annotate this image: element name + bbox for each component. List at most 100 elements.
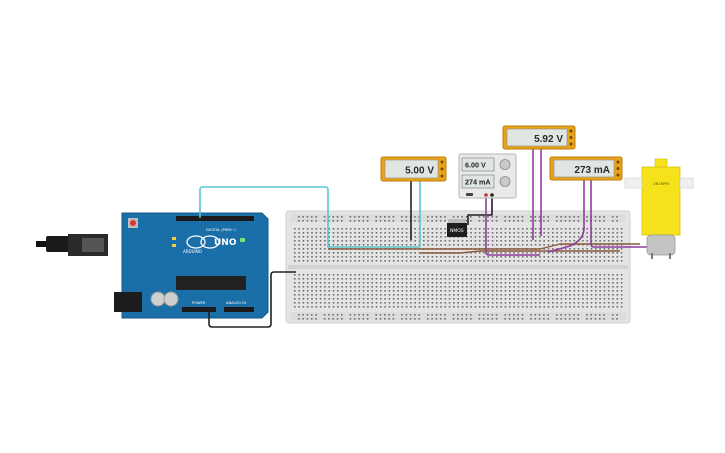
breadboard-hole: [440, 236, 442, 238]
breadboard-hole: [530, 294, 533, 296]
breadboard-hole: [582, 256, 584, 258]
breadboard-hole: [513, 314, 515, 316]
analog-header[interactable]: [224, 307, 254, 312]
breadboard-hole: [543, 278, 545, 280]
wire-supply-negative[interactable]: [467, 197, 493, 225]
wires[interactable]: [199, 147, 650, 328]
multimeter-left[interactable]: 5.00 V: [380, 156, 447, 182]
breadboard-hole: [599, 282, 601, 284]
breadboard-hole: [405, 306, 408, 308]
breadboard-hole: [298, 260, 300, 262]
wire-supply-positive[interactable]: [485, 197, 540, 256]
breadboard-hole: [328, 220, 330, 222]
breadboard-hole: [392, 302, 395, 304]
breadboard-hole: [616, 232, 619, 234]
multimeter-right[interactable]: 273 mA: [549, 156, 623, 181]
digital-header[interactable]: [176, 216, 254, 221]
breadboard-hole: [552, 228, 554, 230]
probe-port-icon: [440, 160, 444, 164]
multimeter-left-display: [384, 159, 439, 179]
breadboard-hole: [457, 290, 459, 292]
arduino-uno[interactable]: DIGITAL (PWM~) UNO ARDUINO POWER ANALOG …: [36, 212, 269, 319]
breadboard-hole: [500, 278, 502, 280]
breadboard-hole: [478, 314, 481, 316]
breadboard-hole: [337, 306, 339, 308]
breadboard-hole: [534, 232, 537, 234]
wire-meter-right-a[interactable]: [547, 179, 585, 253]
breadboard-hole: [577, 282, 580, 284]
breadboard-hole: [595, 274, 597, 276]
breadboard-hole: [453, 290, 455, 292]
breadboard-hole: [538, 318, 541, 320]
power-supply[interactable]: 6.00 V 274 mA: [458, 153, 517, 199]
breadboard-hole: [311, 286, 313, 288]
breadboard-hole: [384, 216, 386, 218]
breadboard-hole: [453, 302, 455, 304]
breadboard-hole: [435, 298, 438, 300]
breadboard-hole: [504, 228, 507, 230]
breadboard-hole: [324, 298, 326, 300]
breadboard-hole: [298, 278, 300, 280]
breadboard-hole: [470, 282, 472, 284]
wire-meter-right-b[interactable]: [590, 179, 650, 248]
breadboard-hole: [573, 278, 576, 280]
breadboard-hole: [358, 302, 361, 304]
breadboard-hole: [319, 298, 322, 300]
breadboard-hole: [577, 248, 580, 250]
breadboard-hole: [452, 314, 455, 316]
wire-teal[interactable]: [199, 186, 420, 248]
breadboard-hole: [328, 236, 330, 238]
breadboard-hole: [418, 302, 421, 304]
breadboard[interactable]: [285, 210, 631, 324]
wire-ground-arduino[interactable]: [208, 271, 296, 328]
power-switch[interactable]: [466, 193, 473, 196]
breadboard-hole: [590, 298, 593, 300]
breadboard-hole: [534, 244, 537, 246]
current-knob-icon[interactable]: [499, 176, 511, 187]
breadboard-hole: [435, 216, 438, 218]
breadboard-hole: [547, 240, 550, 242]
breadboard-hole: [595, 298, 597, 300]
breadboard-hole: [371, 260, 373, 262]
breadboard-hole: [427, 318, 429, 320]
breadboard-hole: [397, 232, 399, 234]
wire-brown-1[interactable]: [328, 243, 640, 250]
breadboard-hole: [607, 278, 610, 280]
breadboard-hole: [358, 240, 361, 242]
breadboard-hole: [298, 220, 300, 222]
breadboard-hole: [444, 228, 447, 230]
dc-gear-motor[interactable]: 261RPM: [624, 158, 694, 259]
breadboard-hole: [521, 252, 524, 254]
breadboard-hole: [590, 302, 593, 304]
multimeter-top[interactable]: 5.92 V: [502, 125, 576, 150]
voltage-knob-icon[interactable]: [499, 159, 511, 170]
breadboard-hole: [491, 282, 494, 284]
breadboard-hole: [517, 302, 520, 304]
power-header[interactable]: [182, 307, 216, 312]
breadboard-hole: [603, 244, 606, 246]
breadboard-hole: [362, 278, 365, 280]
mosfet-component[interactable]: NMOS: [447, 219, 467, 237]
breadboard-hole: [487, 260, 490, 262]
breadboard-hole: [491, 244, 494, 246]
breadboard-hole: [500, 244, 502, 246]
negative-terminal-icon[interactable]: [490, 193, 494, 197]
positive-terminal-icon[interactable]: [484, 193, 488, 197]
breadboard-hole: [590, 260, 593, 262]
breadboard-hole: [478, 236, 481, 238]
breadboard-hole: [560, 314, 562, 316]
breadboard-hole: [616, 302, 619, 304]
breadboard-hole: [560, 216, 562, 218]
breadboard-hole: [423, 228, 425, 230]
breadboard-hole: [616, 236, 619, 238]
breadboard-hole: [306, 260, 309, 262]
breadboard-hole: [594, 220, 597, 222]
breadboard-hole: [603, 286, 606, 288]
breadboard-hole: [328, 278, 330, 280]
breadboard-hole: [353, 220, 356, 222]
breadboard-hole: [577, 298, 580, 300]
breadboard-hole: [595, 228, 597, 230]
breadboard-hole: [500, 240, 502, 242]
breadboard-hole: [465, 318, 468, 320]
